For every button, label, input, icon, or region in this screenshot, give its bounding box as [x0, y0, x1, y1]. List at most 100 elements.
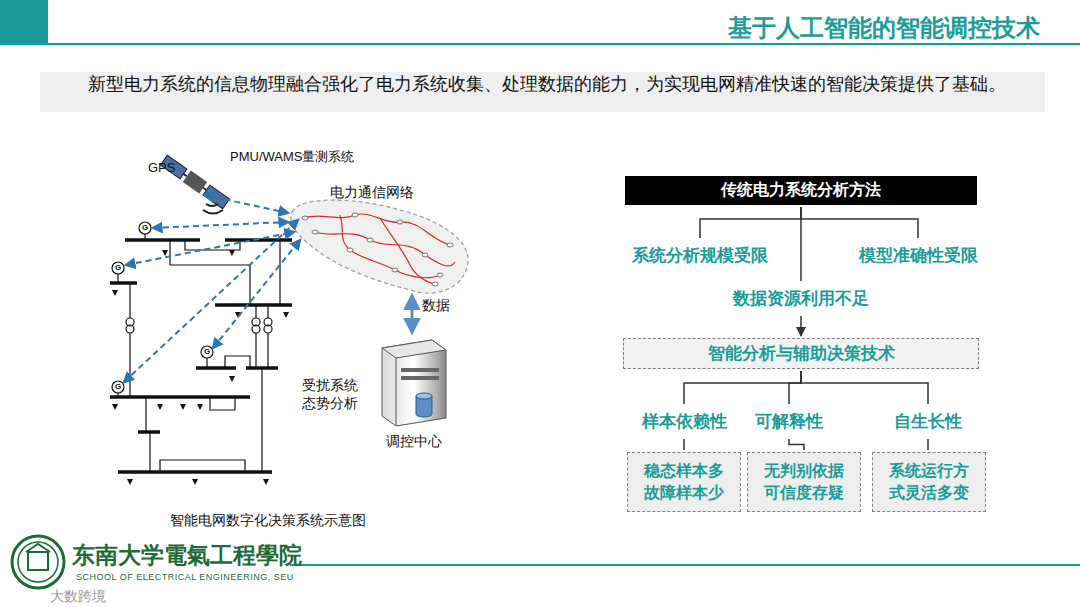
connector	[800, 207, 802, 281]
power-grid-part-part	[201, 346, 213, 358]
server-part	[416, 393, 432, 399]
power-grid-part-part	[252, 325, 260, 333]
limit-text-text: 数据资源利用不足	[733, 287, 869, 310]
power-grid-part-part	[145, 397, 146, 432]
network-cloud-part-part	[432, 282, 438, 286]
power-grid-part-part	[197, 404, 203, 410]
method-box-text: 传统电力系统分析方法	[721, 180, 881, 201]
power-grid-part-part	[129, 283, 130, 318]
header-part	[48, 43, 1080, 45]
property-text: 可解释性	[744, 406, 834, 437]
data-link-part	[411, 296, 414, 332]
power-grid-part-part	[126, 325, 134, 333]
connector	[789, 439, 804, 450]
method-box: 传统电力系统分析方法	[625, 176, 977, 205]
power-grid-part-part	[125, 238, 200, 242]
power-grid-part-part	[162, 250, 168, 256]
satellite-part	[203, 188, 206, 190]
limit-text-text: 模型准确性受限	[859, 244, 978, 267]
power-grid-part-part	[139, 222, 151, 234]
power-grid-part-part	[112, 404, 118, 410]
school-emblem-part	[28, 552, 48, 570]
server-part	[382, 340, 446, 426]
center-label: 调控中心	[386, 433, 442, 451]
detail-box-text: 无判别依据 可信度存疑	[758, 460, 850, 505]
power-grid-part-part	[118, 470, 272, 474]
power-grid-part	[110, 240, 292, 472]
power-grid-part-part	[160, 460, 245, 472]
power-grid-part-part	[192, 479, 198, 485]
detail-box: 稳态样本多 故障样本少	[627, 452, 741, 512]
property-text: 自生长性	[882, 406, 974, 437]
network-label: 电力通信网络	[330, 184, 414, 202]
power-grid-part-part	[138, 430, 160, 434]
power-grid-part-part	[229, 376, 235, 382]
connector	[684, 371, 801, 404]
school-english: SCHOOL OF ELECTRICAL ENGINEERING, SEU	[76, 572, 294, 582]
satellite-part	[184, 174, 187, 176]
network-cloud-part-part	[422, 253, 428, 257]
signal-waves	[203, 204, 223, 214]
network-cloud-part-part	[437, 273, 443, 277]
power-grid-part-part	[112, 381, 124, 393]
power-grid-part-part	[117, 393, 118, 397]
property-text-text: 自生长性	[894, 410, 962, 433]
network-cloud-part-part	[312, 230, 318, 234]
power-grid-part-part	[279, 240, 280, 305]
power-grid-part-part	[185, 240, 240, 250]
network-cloud-part-part	[447, 243, 453, 247]
network-cloud-part	[302, 213, 453, 286]
satellite-part	[183, 171, 207, 194]
power-grid-part-part	[263, 479, 269, 485]
measurement-links-part	[213, 240, 300, 348]
power-grid-part-part	[157, 404, 163, 410]
slide-title: 基于人工智能的智能调控技术	[728, 12, 1040, 44]
system-label: PMU/WAMS量测系统	[230, 148, 354, 166]
power-grid-part-part	[267, 333, 268, 368]
school-emblem-part	[12, 536, 64, 588]
data-label: 数据	[420, 297, 452, 315]
network-cloud-part	[291, 200, 468, 293]
power-grid-part-part	[127, 479, 133, 485]
network-cloud-part-part	[380, 218, 435, 284]
school-emblem-part	[26, 544, 50, 552]
power-grid-part-part	[229, 250, 235, 256]
property-text-text: 可解释性	[755, 410, 823, 433]
connector	[927, 439, 929, 450]
detail-box-text: 系统运行方 式灵活多变	[883, 460, 975, 505]
power-grid-part-part	[255, 305, 256, 318]
network-cloud-part-part	[367, 238, 373, 242]
signal-waves-part	[203, 210, 223, 214]
power-grid-part-part	[255, 333, 256, 368]
connector	[700, 207, 801, 238]
school-name: 东南大学電氣工程學院	[72, 540, 302, 571]
measurement-links-part	[124, 220, 298, 382]
data-link	[412, 296, 413, 332]
connector	[801, 371, 928, 404]
intro-band: 新型电力系统的信息物理融合强化了电力系统收集、处理数据的能力，为实现电网精准快速…	[40, 72, 1045, 112]
power-grid-part-part	[210, 397, 235, 410]
network-cloud-part-part	[347, 248, 353, 252]
power-grid-part-part	[225, 356, 250, 368]
limit-text: 系统分析规模受限	[625, 240, 775, 271]
power-grid-part-part	[110, 395, 250, 399]
network-cloud-part-part	[392, 268, 398, 272]
school-emblem-part	[18, 542, 58, 582]
generator-letter: G	[204, 348, 210, 356]
signal-waves-part	[206, 204, 218, 206]
server-part	[382, 340, 446, 358]
detail-box: 无判别依据 可信度存疑	[747, 452, 861, 512]
measurement-links-part	[126, 232, 294, 265]
power-grid-part-part	[110, 281, 137, 285]
limit-text-text: 系统分析规模受限	[632, 244, 768, 267]
measurement-links-part	[205, 195, 288, 213]
connector	[683, 439, 685, 450]
power-grid-part-part	[144, 234, 145, 240]
network-cloud-part-part	[397, 220, 403, 224]
detail-box-text: 稳态样本多 故障样本少	[638, 460, 730, 505]
generator-letter: G	[142, 224, 148, 232]
connector	[789, 371, 801, 404]
power-grid-part-part	[180, 404, 186, 410]
server-part	[401, 376, 439, 380]
watermark: 大数跨境	[50, 588, 106, 606]
